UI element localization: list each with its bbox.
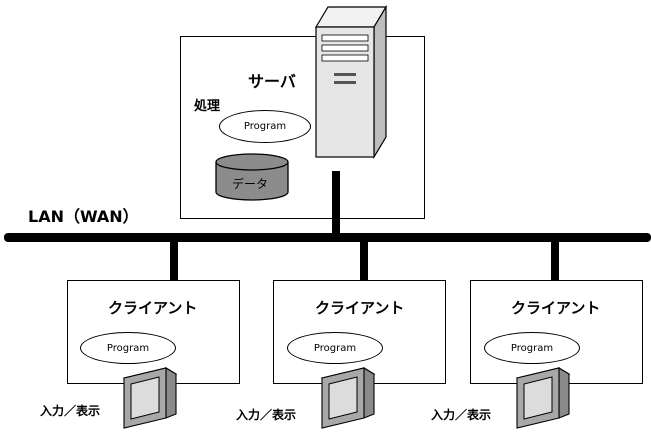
process-label: 処理: [194, 99, 221, 114]
monitor-icon: [122, 367, 178, 429]
client-1-link: [170, 238, 178, 284]
client-box: [67, 280, 240, 384]
server-title: サーバ: [248, 72, 296, 91]
network-label: LAN（WAN）: [28, 207, 139, 226]
client-title: クライアント: [108, 299, 198, 317]
client-io-label: 入力／表示: [236, 408, 297, 422]
data-label: データ: [232, 177, 269, 191]
client-program: Program: [484, 332, 580, 364]
database-icon: [215, 153, 289, 201]
network-bus: [4, 233, 651, 242]
client-program: Program: [287, 332, 383, 364]
server-tower-icon: [314, 4, 388, 160]
monitor-icon: [320, 367, 376, 429]
client-title: クライアント: [511, 299, 601, 317]
client-io-label: 入力／表示: [40, 404, 101, 418]
client-program: Program: [80, 332, 176, 364]
server-uplink: [332, 171, 340, 237]
monitor-icon: [515, 367, 571, 429]
client-title: クライアント: [315, 299, 405, 317]
client-io-label: 入力／表示: [431, 408, 492, 422]
client-2-link: [360, 238, 368, 284]
client-3-link: [551, 238, 559, 284]
server-program: Program: [219, 110, 311, 143]
client-box: [470, 280, 643, 384]
